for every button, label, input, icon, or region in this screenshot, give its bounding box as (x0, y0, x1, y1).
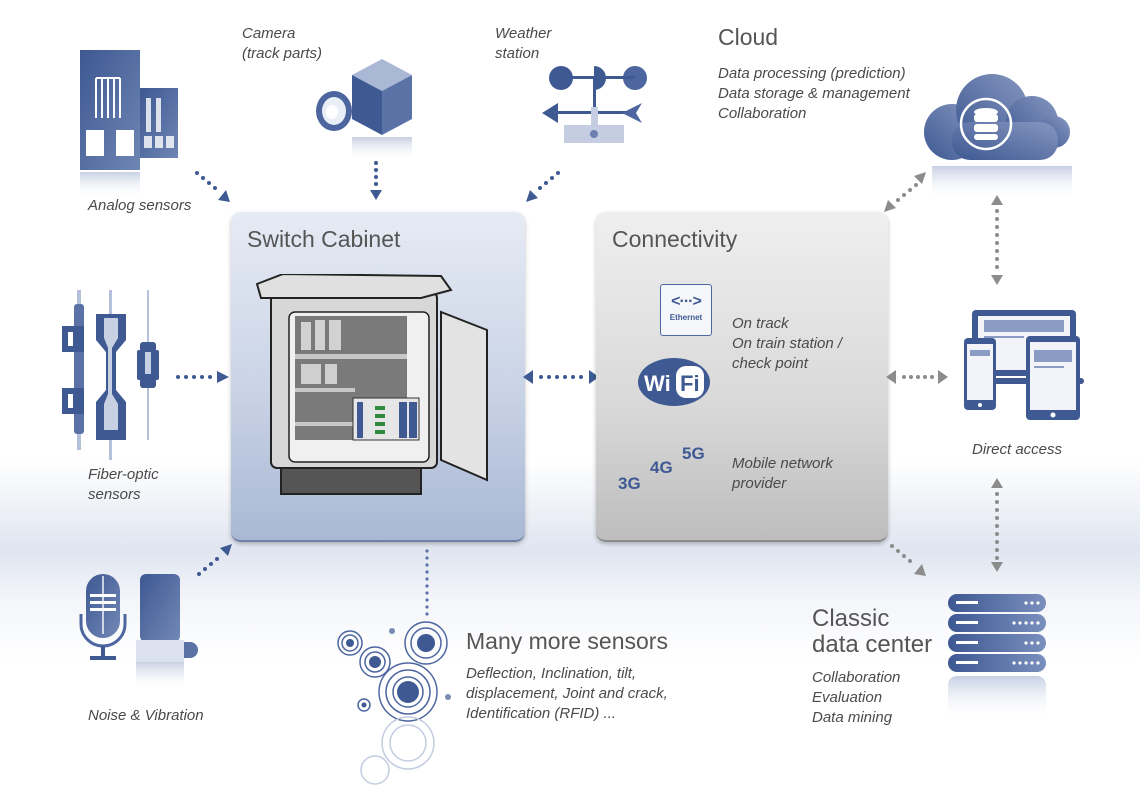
arrow-weather-to-cabinet (526, 171, 560, 202)
weather-station-icon (542, 66, 647, 143)
datacenter-line: Evaluation (812, 689, 883, 706)
wifi-text-wi: Wi (644, 371, 671, 396)
cloud-line: Data storage & management (718, 85, 910, 102)
fiber-label-line: sensors (88, 486, 141, 503)
arrow-analog-to-cabinet (195, 171, 230, 202)
arrow-cloud-direct-access (991, 195, 1003, 285)
devices-icon (964, 310, 1084, 420)
datacenter-title: Classic data center (812, 606, 932, 658)
switch-cabinet-icon (255, 274, 488, 495)
mobile-line: provider (732, 475, 787, 492)
many-sensors-title: Many more sensors (466, 628, 668, 654)
cloud-line: Collaboration (718, 105, 807, 122)
noise-vibration-label: Noise & Vibration (88, 707, 204, 724)
badge-5g: 5G (682, 444, 705, 463)
datacenter-description: Collaboration Evaluation Data mining (812, 668, 900, 728)
fiber-optic-sensor-icon (62, 290, 159, 460)
many-sensors-line: Identification (RFID) ... (466, 705, 617, 722)
badge-4g: 4G (650, 458, 673, 477)
switch-cabinet-panel: Switch Cabinet (231, 212, 525, 542)
camera-label: Camera (track parts) (242, 24, 322, 64)
datacenter-title-line: Classic (812, 605, 890, 632)
radio-waves-icon (337, 621, 451, 785)
arrow-direct-access-datacenter (991, 478, 1003, 572)
wired-connectivity-text: On track On train station / check point (732, 314, 842, 374)
connectivity-title: Connectivity (612, 226, 738, 252)
weather-label: Weather station (495, 24, 551, 64)
camera-icon (316, 59, 412, 161)
strain-gauge-icon (80, 50, 178, 198)
microphone-icon (79, 574, 198, 690)
camera-label-line: Camera (242, 25, 296, 42)
datacenter-title-line: data center (812, 631, 933, 658)
switch-cabinet-title: Switch Cabinet (247, 226, 401, 252)
weather-label-line: station (495, 45, 540, 62)
analog-sensors-label: Analog sensors (88, 197, 192, 214)
mobile-network-text: Mobile network provider (732, 454, 833, 494)
connectivity-panel: Connectivity <···> Ethernet Wi Fi On tra… (596, 212, 888, 542)
arrow-fiber-to-cabinet (176, 371, 229, 383)
analog-sensor-group (78, 48, 190, 198)
cloud-title: Cloud (718, 24, 779, 50)
direct-access-label: Direct access (972, 441, 1063, 458)
server-rack-icon (948, 594, 1046, 720)
wired-line: On train station / (732, 335, 843, 352)
badge-3g: 3G (618, 474, 641, 493)
datacenter-line: Collaboration (812, 669, 901, 686)
many-sensors-line: Deflection, Inclination, tilt, (466, 665, 637, 682)
cloud-description: Data processing (prediction) Data storag… (718, 64, 910, 124)
cloud-database-icon (924, 74, 1072, 200)
fiber-optic-label: Fiber-optic sensors (88, 465, 159, 505)
wired-line: On track (732, 315, 789, 332)
datacenter-line: Data mining (812, 709, 893, 726)
wifi-icon: Wi Fi (638, 358, 710, 406)
arrow-noise-to-cabinet (197, 544, 232, 576)
many-sensors-description: Deflection, Inclination, tilt, displacem… (466, 664, 668, 724)
mobile-line: Mobile network (732, 455, 833, 472)
mobile-network-icons: 3G 4G 5G (616, 442, 726, 498)
cloud-line: Data processing (prediction) (718, 65, 906, 82)
arrow-cabinet-connectivity (523, 370, 599, 384)
line-cabinet-to-many-sensors (425, 549, 429, 616)
ethernet-label: Ethernet (669, 313, 703, 322)
many-sensors-line: displacement, Joint and crack, (466, 685, 668, 702)
ethernet-glyph: <···> (671, 293, 702, 310)
arrow-connectivity-cloud (884, 172, 926, 212)
camera-label-line: (track parts) (242, 45, 323, 62)
ethernet-icon: <···> Ethernet (660, 284, 712, 336)
wired-line: check point (732, 355, 808, 372)
wifi-text-fi: Fi (680, 371, 700, 396)
arrow-connectivity-datacenter (890, 544, 926, 576)
fiber-label-line: Fiber-optic (88, 466, 159, 483)
weather-label-line: Weather (495, 25, 552, 42)
arrow-connectivity-direct-access (886, 370, 948, 384)
arrow-camera-to-cabinet (370, 161, 382, 200)
